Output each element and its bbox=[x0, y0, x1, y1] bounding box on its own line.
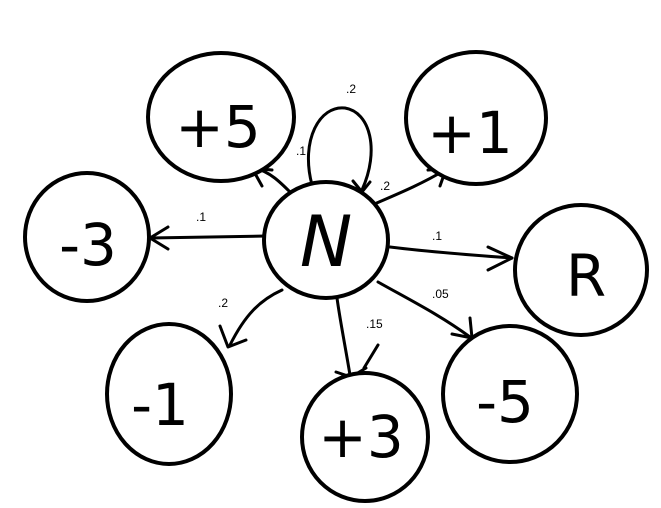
node-minus1: -1 bbox=[105, 322, 233, 466]
prob-to-r: .1 bbox=[432, 229, 442, 243]
center-node-label: N bbox=[300, 201, 352, 283]
node-minus3: -3 bbox=[23, 171, 151, 303]
node-r: R bbox=[513, 203, 649, 337]
edge-to-minus1-arrowhead bbox=[218, 324, 248, 349]
node-plus5-label: +5 bbox=[175, 93, 261, 161]
prob-to-minus3: .1 bbox=[196, 210, 206, 224]
edge-to-minus5 bbox=[376, 280, 472, 339]
prob-to-plus1: .2 bbox=[380, 179, 390, 193]
self-loop-edge bbox=[306, 106, 373, 192]
node-minus3-label: -3 bbox=[59, 211, 117, 279]
node-plus1: +1 bbox=[404, 50, 548, 186]
probability-labels: .2 .1 .2 .1 .1 .2 .15 .05 bbox=[196, 82, 449, 331]
node-minus1-label: -1 bbox=[131, 371, 189, 439]
prob-to-minus1: .2 bbox=[218, 296, 228, 310]
node-minus5-label: -5 bbox=[476, 368, 534, 436]
edge-to-r-arrowhead bbox=[486, 245, 514, 272]
node-plus1-label: +1 bbox=[427, 99, 513, 167]
node-plus3: +3 bbox=[300, 371, 430, 503]
prob-to-minus5: .05 bbox=[432, 287, 449, 301]
node-minus5: -5 bbox=[441, 324, 579, 464]
prob-to-plus3: .15 bbox=[366, 317, 383, 331]
node-plus3-label: +3 bbox=[318, 403, 404, 471]
edge-to-r bbox=[388, 245, 514, 260]
prob-self-loop: .2 bbox=[346, 82, 356, 96]
prob-to-plus5: .1 bbox=[296, 144, 306, 158]
edge-to-minus3 bbox=[148, 234, 268, 240]
center-node: N bbox=[262, 180, 390, 300]
node-plus5: +5 bbox=[146, 51, 296, 183]
edge-to-plus3 bbox=[335, 296, 352, 377]
edge-to-plus3-tick bbox=[362, 343, 380, 370]
edge-to-minus1 bbox=[228, 288, 284, 347]
node-r-label: R bbox=[566, 242, 606, 310]
